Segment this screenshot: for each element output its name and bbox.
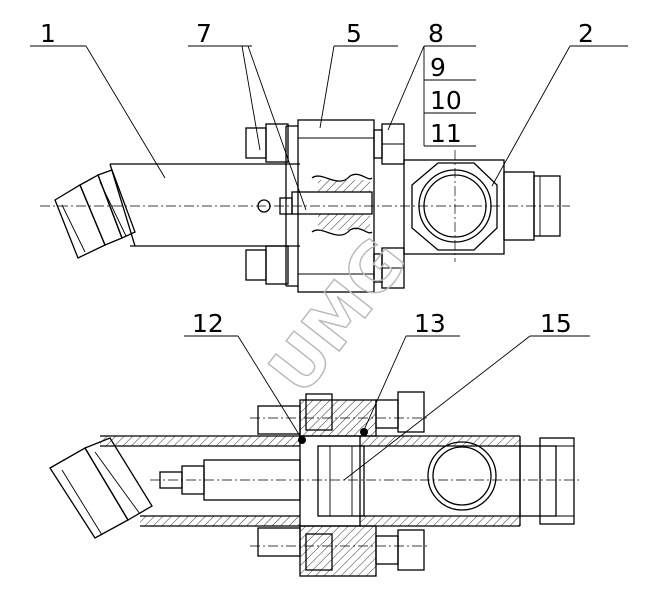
callout-5: 5: [346, 19, 362, 48]
bolts-section: [250, 391, 430, 571]
right-fitting-section: [519, 437, 575, 525]
section-view: [49, 391, 580, 577]
callout-labels: 1 7 5 8 9 10 11 2 12 13 15: [40, 19, 594, 338]
angled-fitting-top: [54, 169, 136, 259]
callout-12: 12: [192, 309, 224, 338]
callout-10: 10: [430, 86, 462, 115]
flange-section: [299, 399, 377, 577]
pipe-tube-section: [100, 435, 521, 527]
pipe-body-part-1: [109, 163, 300, 247]
callout-8: 8: [428, 19, 444, 48]
callout-2: 2: [578, 19, 594, 48]
body-part-2: [403, 159, 561, 255]
callout-7: 7: [196, 19, 212, 48]
callout-15: 15: [540, 309, 572, 338]
watermark: UMG: [254, 224, 421, 408]
bolts-top-view: [245, 123, 405, 289]
callout-13: 13: [414, 309, 446, 338]
angled-fitting-section: [49, 437, 153, 539]
rod-broken-section: [257, 173, 373, 236]
leader-lines: [30, 45, 628, 481]
callout-11: 11: [430, 119, 462, 148]
o-rings: [298, 428, 368, 444]
callout-1: 1: [40, 19, 56, 48]
port-section: [427, 441, 497, 511]
callout-9: 9: [430, 53, 446, 82]
